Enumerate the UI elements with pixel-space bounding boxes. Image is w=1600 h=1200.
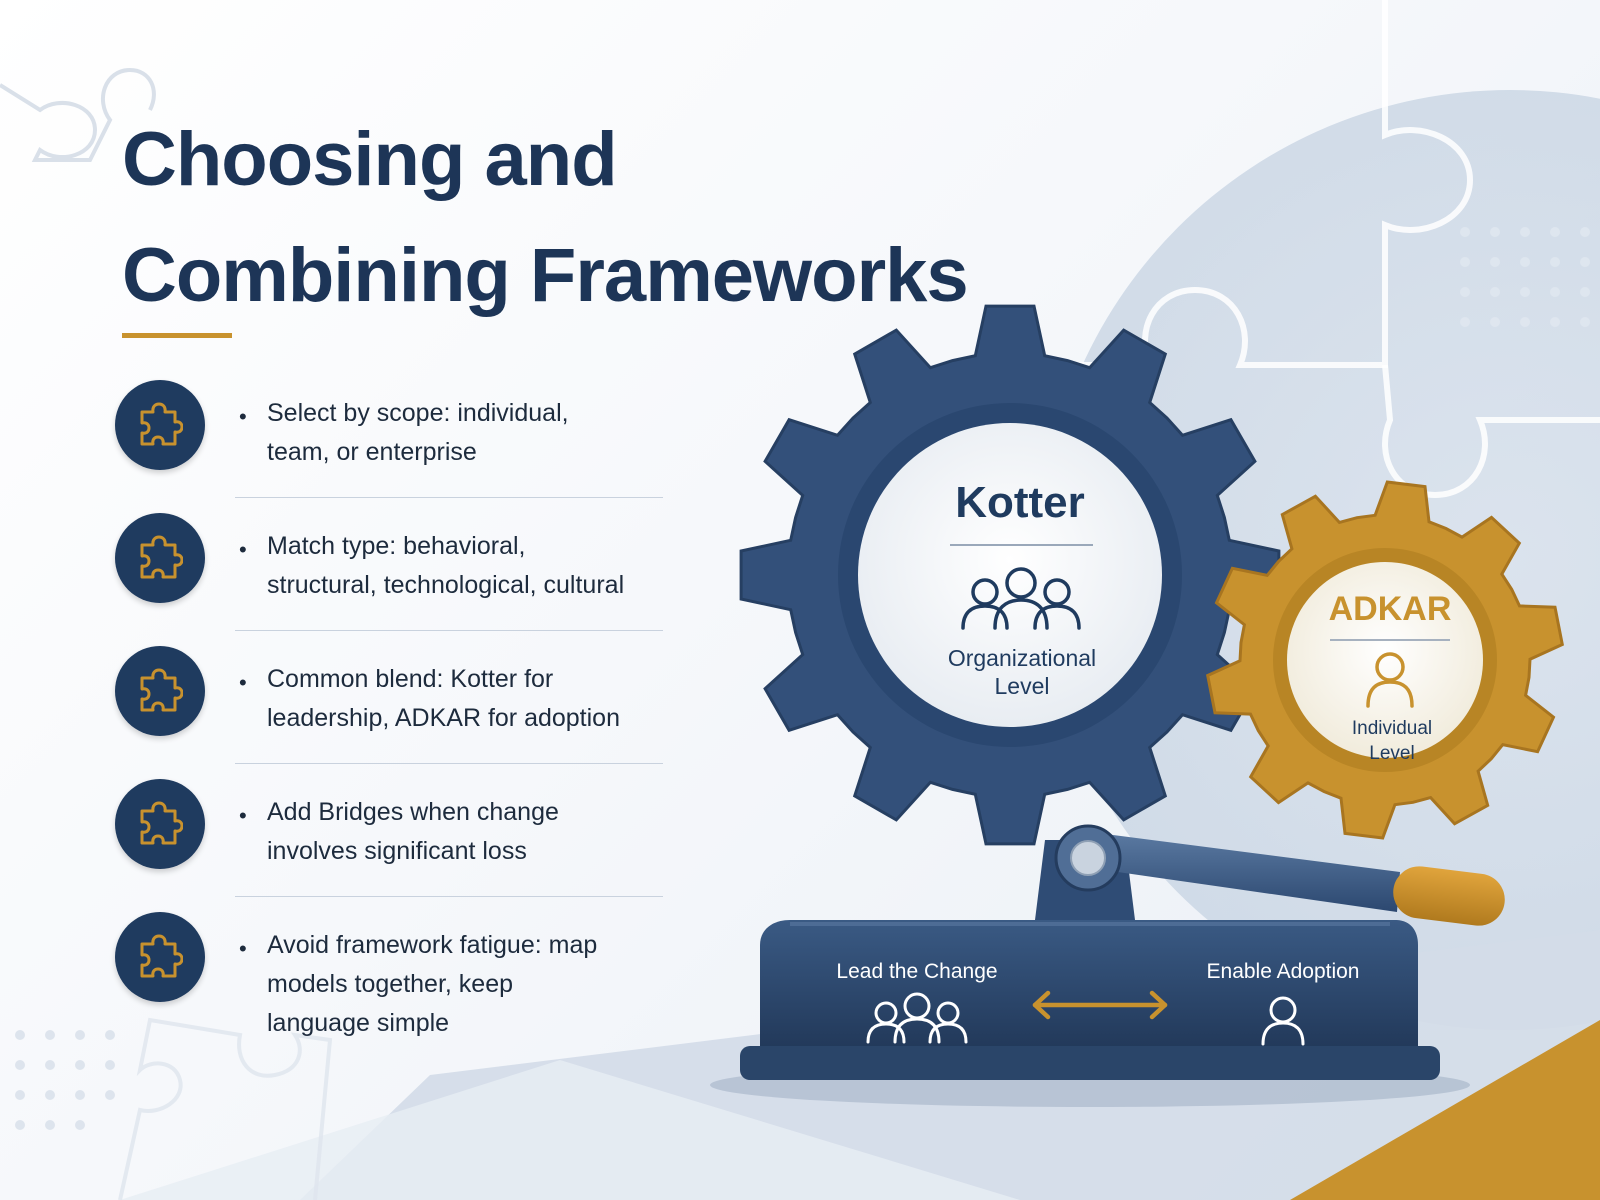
base-foot [740,1046,1440,1080]
dot-grid-bottom-left [15,1030,115,1130]
base [740,920,1440,1080]
bullet-line: Add Bridges when change [267,798,559,826]
bullet-text: Add Bridges when change involves signifi… [267,793,687,871]
bullet-divider [235,630,663,631]
page-title: Choosing and Combining Frameworks [122,102,1022,334]
bullet-dot: • [239,537,247,562]
title-line-1: Choosing and [122,117,618,202]
lever-pivot-cap [1070,840,1106,876]
bullet-text: Select by scope: individual, team, or en… [267,394,687,472]
puzzle-icon [115,380,205,470]
bullet-list: • Select by scope: individual, team, or … [115,380,675,1045]
bullet-divider [235,763,663,764]
group-icon [961,567,1081,630]
bullet-item: • Select by scope: individual, team, or … [115,380,675,513]
group-icon [866,992,968,1044]
background-floor-light [120,1060,1020,1200]
bullet-divider [235,896,663,897]
puzzle-outline-right [1382,364,1600,499]
bullet-line: Select by scope: individual, [267,399,569,427]
bullet-line: Common blend: Kotter for [267,665,554,693]
puzzle-outline-top-left [0,67,156,162]
bullet-dot: • [239,803,247,828]
bullet-line: Match type: behavioral, [267,532,526,560]
lever-arm [1090,832,1400,912]
double-arrow-icon [1032,990,1168,1020]
bullet-item: • Match type: behavioral, structural, te… [115,513,675,646]
title-accent-rule [122,333,232,338]
base-top-highlight [790,922,1390,926]
adkar-level-line-2: Level [1369,743,1414,764]
bullet-dot: • [239,404,247,429]
adkar-gear-face [1287,562,1483,758]
bullet-item: • Common blend: Kotter for leadership, A… [115,646,675,779]
adkar-gear [1206,480,1564,840]
bullet-divider [235,497,663,498]
person-icon [1261,996,1305,1046]
bullet-line: leadership, ADKAR for adoption [267,704,620,732]
kotter-level-line-1: Organizational [948,645,1096,671]
adkar-title: ADKAR [1329,590,1452,628]
puzzle-icon [115,912,205,1002]
person-icon [1366,652,1414,708]
puzzle-icon [115,779,205,869]
bullet-item: • Avoid framework fatigue: map models to… [115,912,675,1045]
lever [1035,824,1505,926]
bullet-item: • Add Bridges when change involves signi… [115,779,675,912]
gold-corner-shape [1290,1020,1600,1200]
bullet-line: Avoid framework fatigue: map [267,931,598,959]
bullet-text: Common blend: Kotter for leadership, ADK… [267,660,687,738]
puzzle-icon [115,513,205,603]
bullet-line: involves significant loss [267,837,527,865]
bullet-line: models together, keep [267,970,513,998]
bullet-dot: • [239,670,247,695]
bullet-text: Match type: behavioral, structural, tech… [267,527,687,605]
puzzle-outline-bottom-left [118,1017,333,1200]
title-line-2: Combining Frameworks [122,233,969,318]
dot-grid-right [1460,227,1590,327]
kotter-level-line-2: Level [995,673,1050,699]
bullet-line: team, or enterprise [267,438,477,466]
lever-handle [1393,866,1505,926]
kotter-title: Kotter [955,478,1085,527]
adkar-level-line-1: Individual [1352,718,1432,739]
puzzle-icon [115,646,205,736]
base-body [760,920,1418,1048]
bullet-text: Avoid framework fatigue: map models toge… [267,926,687,1043]
bullet-line: structural, technological, cultural [267,571,625,599]
base-right-label: Enable Adoption [1207,960,1360,983]
bullet-dot: • [239,936,247,961]
base-left-label: Lead the Change [836,960,997,983]
bullet-line: language simple [267,1009,450,1037]
